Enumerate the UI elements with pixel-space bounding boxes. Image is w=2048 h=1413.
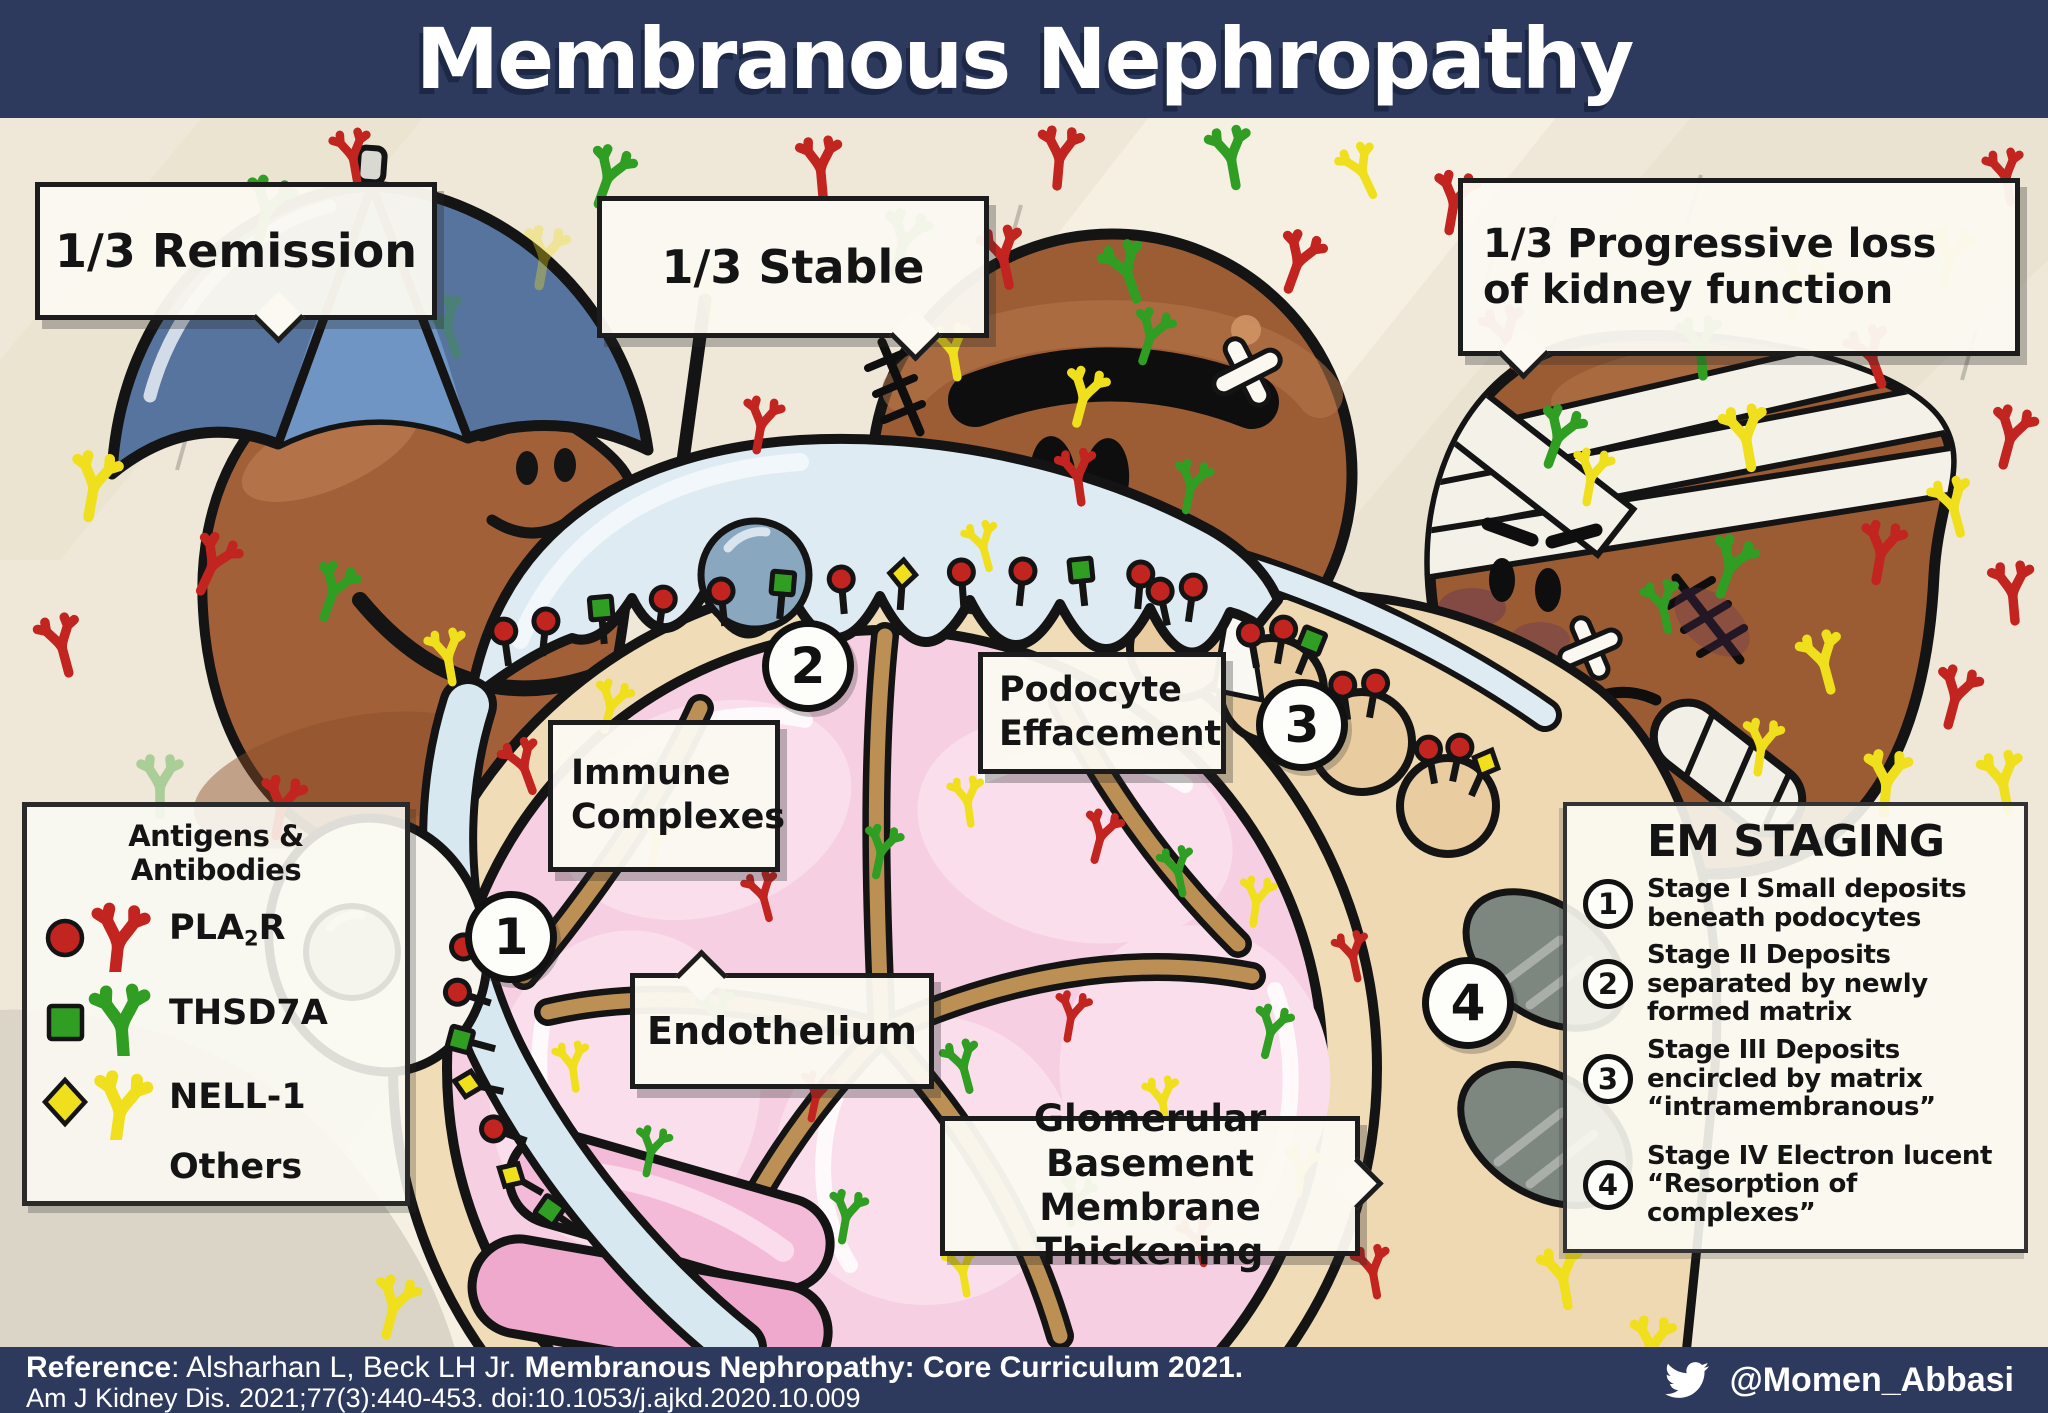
nell1-icon	[41, 1054, 161, 1140]
em-staging-title: EM STAGING	[1647, 816, 1945, 867]
antigen-antibody-legend: Antigens & Antibodies PLA2R THSD7A NELL-…	[22, 802, 410, 1206]
em-staging-panel: EM STAGING 1 Stage I Small deposits bene…	[1563, 802, 2028, 1253]
em-stage-1: 1 Stage I Small deposits beneath podocyt…	[1583, 875, 2008, 932]
twitter-handle: @Momen_Abbasi	[1729, 1360, 2014, 1399]
title-bar: Membranous Nephropathy	[0, 0, 2048, 118]
podocyte-effacement-callout: Podocyte Effacement	[978, 652, 1226, 774]
legend-label: Others	[169, 1147, 303, 1187]
bandage-x-icon	[1211, 336, 1283, 408]
gbm-thickening-label: Glomerular Basement Membrane Thickening	[1033, 1097, 1267, 1274]
reference-journal: Am J Kidney Dis. 2021;77(3):440-453. doi…	[26, 1382, 861, 1413]
legend-label: NELL-1	[169, 1077, 306, 1117]
pla2r-icon	[45, 886, 161, 972]
legend-item-thsd7a: THSD7A	[41, 971, 391, 1055]
podocyte-effacement-label: Podocyte Effacement	[999, 670, 1222, 754]
outcome-stable-callout: 1/3 Stable	[597, 196, 989, 362]
em-stage-3: 3 Stage III Deposits encircled by matrix…	[1583, 1036, 2008, 1122]
legend-label: THSD7A	[169, 993, 328, 1033]
immune-complexes-label: Immune Complexes	[571, 753, 786, 837]
em-stage-2: 2 Stage II Deposits separated by newly f…	[1583, 941, 2008, 1027]
reference-label: Reference	[26, 1351, 172, 1384]
marker-3: 3	[1256, 679, 1348, 771]
podocyte-cell	[448, 433, 1283, 1348]
marker-1: 1	[465, 891, 557, 983]
twitter-credit: @Momen_Abbasi	[1660, 1347, 2014, 1413]
endothelium-label: Endothelium	[646, 1009, 917, 1053]
gbm-thickening-callout: Glomerular Basement Membrane Thickening	[940, 1097, 1384, 1273]
legend-title: Antigens & Antibodies	[128, 819, 304, 887]
outcome-remission-label: 1/3 Remission	[54, 224, 418, 278]
em-stage-4: 4 Stage IV Electron lucent “Resorption o…	[1583, 1141, 2008, 1228]
endothelium-callout: Endothelium	[630, 949, 934, 1089]
outcome-progressive-label: 1/3 Progressive loss of kidney function	[1483, 221, 1937, 313]
outcome-stable-label: 1/3 Stable	[661, 240, 925, 294]
outcome-remission-callout: 1/3 Remission	[35, 182, 437, 344]
thsd7a-icon	[46, 970, 161, 1056]
legend-item-others: Others	[41, 1139, 391, 1195]
page-title: Membranous Nephropathy	[415, 10, 1635, 108]
outcome-progressive-callout: 1/3 Progressive loss of kidney function	[1458, 178, 2020, 380]
footer-bar: Reference: Alsharhan L, Beck LH Jr. Memb…	[0, 1347, 2048, 1413]
legend-item-pla2r: PLA2R	[41, 887, 391, 971]
legend-item-nell1: NELL-1	[41, 1055, 391, 1139]
marker-4: 4	[1422, 957, 1514, 1049]
twitter-icon	[1664, 1362, 1709, 1398]
immune-complexes-callout: Immune Complexes	[548, 720, 785, 872]
marker-2: 2	[762, 620, 854, 712]
reference-citation: Reference: Alsharhan L, Beck LH Jr. Memb…	[26, 1351, 1244, 1413]
